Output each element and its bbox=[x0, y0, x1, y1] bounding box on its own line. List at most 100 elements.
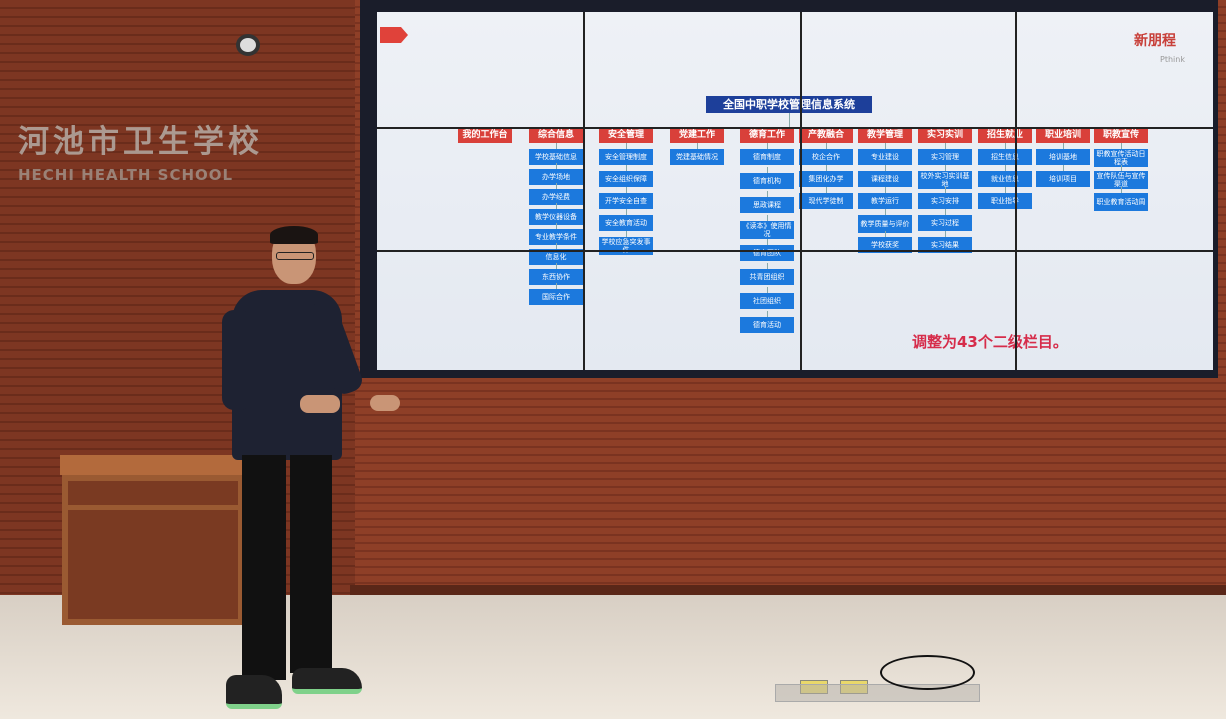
baseboard bbox=[350, 585, 1226, 597]
column-header: 招生就业 bbox=[978, 128, 1032, 143]
org-node: 专业教学条件 bbox=[529, 229, 583, 245]
org-node: 课程建设 bbox=[858, 171, 912, 187]
org-node: 办学场地 bbox=[529, 169, 583, 185]
org-node: 实习结果 bbox=[918, 237, 972, 253]
connector-line bbox=[697, 143, 698, 149]
connector-line bbox=[1005, 187, 1006, 193]
org-node: 校企合作 bbox=[799, 149, 853, 165]
connector-line bbox=[767, 191, 768, 197]
org-node: 学校应急突发事件 bbox=[599, 237, 653, 255]
connector-line bbox=[826, 143, 827, 149]
screen-seam bbox=[377, 127, 1213, 129]
connector-line bbox=[945, 209, 946, 215]
connector-line bbox=[767, 263, 768, 269]
org-node: 安全管理制度 bbox=[599, 149, 653, 165]
table-cabinet bbox=[62, 475, 244, 625]
org-node: 学校获奖 bbox=[858, 237, 912, 253]
connector-line bbox=[1005, 165, 1006, 171]
connector-line bbox=[885, 231, 886, 237]
column-header: 德育工作 bbox=[740, 128, 794, 143]
org-node: 实习过程 bbox=[918, 215, 972, 231]
org-node: 德育活动 bbox=[740, 317, 794, 333]
connector-line bbox=[767, 167, 768, 173]
org-node: 德育团队 bbox=[740, 245, 794, 261]
connector-line bbox=[626, 231, 627, 237]
connector-line bbox=[626, 143, 627, 149]
org-node: 培训基地 bbox=[1036, 149, 1090, 165]
security-camera-icon bbox=[236, 34, 260, 56]
org-node: 教学仪器设备 bbox=[529, 209, 583, 225]
org-node: 安全组织保障 bbox=[599, 171, 653, 187]
connector-line bbox=[1121, 143, 1122, 149]
connector-line bbox=[885, 165, 886, 171]
connector-line bbox=[826, 165, 827, 171]
org-node: 实习安排 bbox=[918, 193, 972, 209]
connector-line bbox=[556, 143, 557, 149]
connector-line bbox=[945, 187, 946, 193]
connector-line bbox=[1121, 187, 1122, 193]
org-node: 校外实习实训基地 bbox=[918, 171, 972, 189]
connector-line bbox=[556, 163, 557, 169]
screen-seam bbox=[377, 250, 1213, 252]
column-header: 职业培训 bbox=[1036, 128, 1090, 143]
table-top bbox=[60, 455, 250, 475]
org-node: 现代学徒制 bbox=[799, 193, 853, 209]
screen-seam bbox=[583, 12, 585, 370]
connector-line bbox=[945, 231, 946, 237]
brand-logo: 新朋程 bbox=[1134, 33, 1176, 49]
org-node: 国际合作 bbox=[529, 289, 583, 305]
connector-line bbox=[885, 143, 886, 149]
org-node: 东西协作 bbox=[529, 269, 583, 285]
arrow-icon bbox=[380, 27, 408, 43]
column-header: 实习实训 bbox=[918, 128, 972, 143]
org-node: 办学经费 bbox=[529, 189, 583, 205]
org-node: 《读本》使用情况 bbox=[740, 221, 794, 239]
org-node: 宣传队伍与宣传渠道 bbox=[1094, 171, 1148, 189]
connector-line bbox=[945, 165, 946, 171]
connector-line bbox=[1005, 143, 1006, 149]
connector-line bbox=[556, 223, 557, 229]
org-node: 安全教育活动 bbox=[599, 215, 653, 231]
connector-line bbox=[767, 311, 768, 317]
screen-seam bbox=[800, 12, 802, 370]
org-node: 社团组织 bbox=[740, 293, 794, 309]
screen-seam bbox=[1015, 12, 1017, 370]
org-node: 教学质量与评价 bbox=[858, 215, 912, 233]
org-node: 职教宣传活动日程表 bbox=[1094, 149, 1148, 167]
column-header: 教学管理 bbox=[858, 128, 912, 143]
table-shelf bbox=[68, 505, 238, 510]
column-header: 职教宣传 bbox=[1094, 128, 1148, 143]
org-node: 职业指导 bbox=[978, 193, 1032, 209]
org-node: 就业信息 bbox=[978, 171, 1032, 187]
connector-line bbox=[1121, 165, 1122, 171]
connector-line bbox=[556, 243, 557, 249]
connector-line bbox=[556, 183, 557, 189]
connector-line bbox=[1063, 143, 1064, 149]
org-node: 集团化办学 bbox=[799, 171, 853, 187]
org-node: 专业建设 bbox=[858, 149, 912, 165]
connector-line bbox=[556, 263, 557, 269]
column-header: 综合信息 bbox=[529, 128, 583, 143]
column-header: 党建工作 bbox=[670, 128, 724, 143]
connector-line bbox=[789, 113, 790, 128]
cables bbox=[880, 655, 975, 690]
column-header: 产教融合 bbox=[799, 128, 853, 143]
org-node: 党建基础情况 bbox=[670, 149, 724, 165]
connector-line bbox=[945, 143, 946, 149]
org-node: 开学安全自查 bbox=[599, 193, 653, 209]
connector-line bbox=[626, 165, 627, 171]
connector-line bbox=[556, 283, 557, 289]
connector-line bbox=[767, 239, 768, 245]
chart-title: 全国中职学校管理信息系统 bbox=[706, 96, 872, 113]
org-node: 德育机构 bbox=[740, 173, 794, 189]
connector-line bbox=[626, 187, 627, 193]
org-node: 职业教育活动周 bbox=[1094, 193, 1148, 211]
connector-line bbox=[885, 209, 886, 215]
school-sign-chinese: 河池市卫生学校 bbox=[18, 124, 263, 160]
org-node: 实习管理 bbox=[918, 149, 972, 165]
connector-line bbox=[767, 143, 768, 149]
org-node: 德育制度 bbox=[740, 149, 794, 165]
org-node: 思政课程 bbox=[740, 197, 794, 213]
connector-line bbox=[767, 287, 768, 293]
org-node: 共青团组织 bbox=[740, 269, 794, 285]
